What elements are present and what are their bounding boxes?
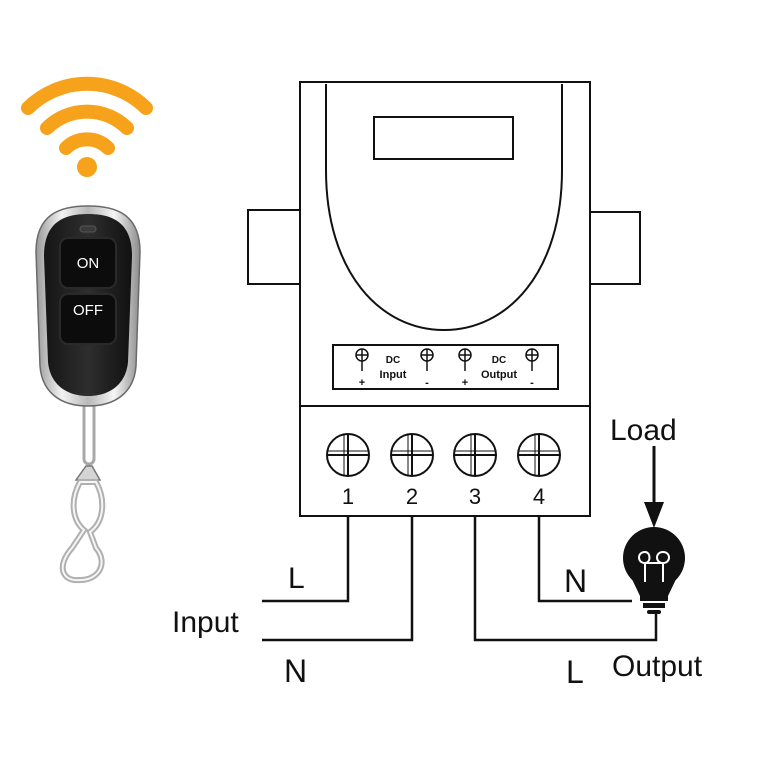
- dc-output-minus: -: [530, 377, 534, 389]
- dc-label-panel: [332, 344, 559, 390]
- load-label: Load: [610, 414, 677, 447]
- output-N-label: N: [564, 563, 587, 599]
- terminal-screw-icon: [517, 433, 561, 477]
- terminal-label-4: 4: [533, 484, 545, 509]
- keyring-icon: [59, 398, 106, 584]
- receiver-module: + DC Input - + DC Output - 1 2 3 4: [247, 81, 641, 517]
- input-label: Input: [172, 606, 239, 639]
- wiring: [262, 517, 658, 642]
- terminal-screw-icon: [326, 433, 370, 477]
- mount-tab-right: [587, 211, 641, 285]
- input-L-label: L: [288, 562, 305, 595]
- screw-icon: [420, 348, 434, 371]
- output-label: Output: [612, 650, 703, 683]
- on-button[interactable]: [59, 237, 117, 289]
- module-window: [373, 116, 514, 160]
- dc-input-plus: +: [359, 377, 365, 389]
- light-bulb-icon: [623, 527, 685, 614]
- dc-output-label-line2: Output: [481, 369, 517, 381]
- screw-icon: [458, 348, 472, 371]
- remote-control: ON OFF: [35, 205, 141, 584]
- output-L-label: L: [566, 654, 584, 690]
- dc-output-plus: +: [462, 377, 468, 389]
- mount-tab-left: [247, 209, 303, 285]
- terminal-screw-icon: [390, 433, 434, 477]
- screw-icon: [525, 348, 539, 371]
- terminal-screw-icon: [453, 433, 497, 477]
- wire-output-L: [473, 517, 658, 642]
- off-button[interactable]: [59, 293, 117, 345]
- dc-input-minus: -: [425, 377, 429, 389]
- wifi-signal-icon: [21, 76, 153, 177]
- input-N-label: N: [284, 653, 307, 689]
- wire-output-N: [537, 517, 632, 603]
- terminal-label-2: 2: [406, 484, 418, 509]
- terminal-label-3: 3: [469, 484, 481, 509]
- dc-input-label-line2: Input: [380, 369, 407, 381]
- on-button-label: ON: [77, 255, 100, 272]
- dc-output-label-line1: DC: [492, 355, 506, 366]
- wire-input-L: [262, 517, 350, 603]
- wire-input-N: [262, 517, 414, 642]
- terminal-label-1: 1: [342, 484, 354, 509]
- off-button-label: OFF: [73, 302, 103, 319]
- dc-input-label-line1: DC: [386, 355, 400, 366]
- load-arrow-icon: [644, 446, 664, 528]
- screw-icon: [355, 348, 369, 371]
